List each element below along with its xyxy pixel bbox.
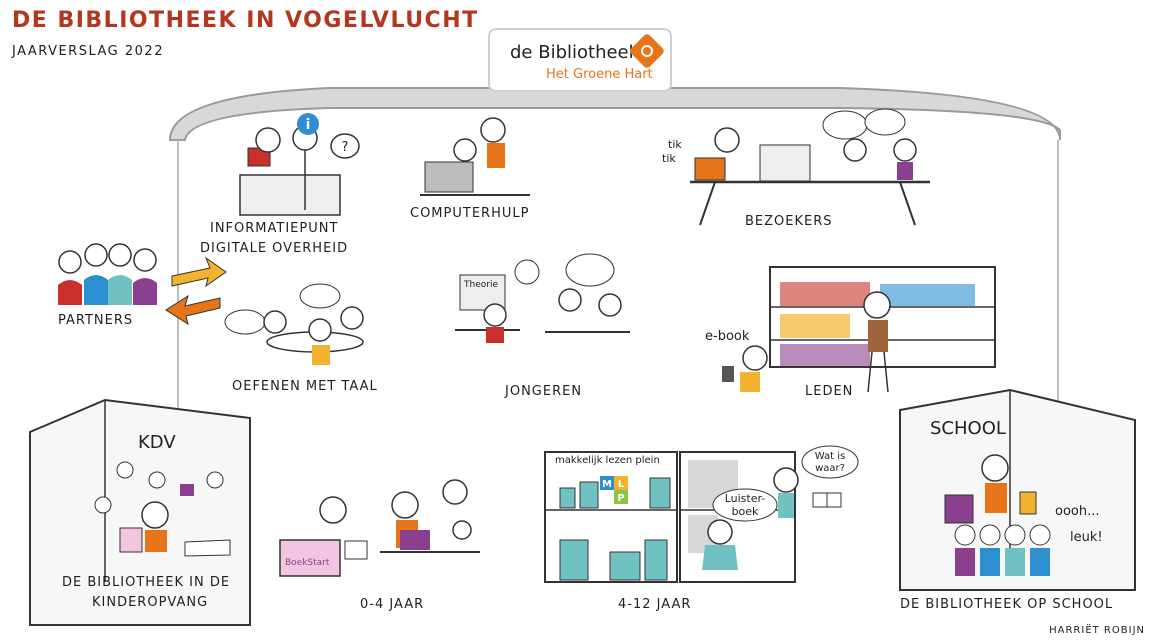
scene-bezoekers xyxy=(690,108,930,226)
scene-oefenen xyxy=(224,283,364,365)
scene-4-12-jaar xyxy=(544,445,859,583)
leuk-label: leuk! xyxy=(1070,530,1103,545)
label-oefenen: OEFENEN MET TAAL xyxy=(232,379,378,394)
kdv-heading: KDV xyxy=(138,432,176,453)
oooh-label: oooh... xyxy=(1055,504,1100,519)
mlp-m: M xyxy=(602,479,612,490)
theorie-label: Theorie xyxy=(463,280,498,290)
arrow-left-icon xyxy=(165,294,221,326)
label-jongeren: JONGEREN xyxy=(505,384,583,399)
scooter-icon xyxy=(514,259,540,285)
scene-kdv xyxy=(29,398,251,626)
info-letter: i xyxy=(306,117,311,133)
page-title: DE BIBLIOTHEEK IN VOGELVLUCHT xyxy=(12,8,479,33)
scene-school xyxy=(899,388,1136,591)
question-mark: ? xyxy=(342,140,349,155)
label-informatiepunt-1: INFORMATIEPUNT xyxy=(210,221,339,236)
roof-arch xyxy=(168,87,1061,141)
school-heading: SCHOOL xyxy=(930,418,1006,439)
mlp-m-block xyxy=(600,476,614,490)
graduation-cap-icon xyxy=(565,253,615,287)
mlp-l-block xyxy=(614,476,628,490)
logo-mark-icon xyxy=(628,32,666,70)
scene-computerhulp xyxy=(420,117,530,196)
watiswaar-2: waar? xyxy=(815,463,845,474)
label-op-school: DE BIBLIOTHEEK OP SCHOOL xyxy=(900,597,1114,612)
scene-partners xyxy=(58,243,157,305)
logo-subname: Het Groene Hart xyxy=(546,67,653,82)
mlp-p: P xyxy=(617,493,624,504)
tik-label-2: tik xyxy=(662,152,676,165)
scene-informatiepunt xyxy=(239,113,360,216)
makkelijk-label: makkelijk lezen plein xyxy=(555,455,660,466)
logo-name: de Bibliotheek xyxy=(510,42,640,63)
label-computerhulp: COMPUTERHULP xyxy=(410,206,530,221)
scene-jongeren xyxy=(455,253,630,343)
page-subtitle: JAARVERSLAG 2022 xyxy=(12,44,164,59)
mlp-p-block xyxy=(614,490,628,504)
label-leden: LEDEN xyxy=(805,384,854,399)
library-logo: de Bibliotheek Het Groene Hart xyxy=(488,28,672,92)
info-icon xyxy=(297,113,319,135)
watiswaar-1: Wat is xyxy=(815,451,845,462)
illustrator-credit: HARRIËT ROBIJN xyxy=(1049,625,1145,636)
ebook-label: e-book xyxy=(705,329,750,344)
luisterboek-2: boek xyxy=(732,505,759,518)
mlp-l: L xyxy=(618,479,625,490)
luisterboek-1: Luister- xyxy=(725,492,766,505)
scene-0-4-jaar xyxy=(279,479,480,577)
label-bezoekers: BEZOEKERS xyxy=(745,214,833,229)
question-bubble-icon xyxy=(330,133,360,159)
label-4-12-jaar: 4-12 JAAR xyxy=(618,597,692,612)
tik-label-1: tik xyxy=(668,138,682,151)
label-partners: PARTNERS xyxy=(58,313,134,328)
arrow-right-icon xyxy=(171,256,227,288)
label-kinderopvang-2: KINDEROPVANG xyxy=(92,595,209,610)
boekstart-label: BoekStart xyxy=(285,558,330,568)
label-0-4-jaar: 0-4 JAAR xyxy=(360,597,425,612)
label-kinderopvang-1: DE BIBLIOTHEEK IN DE xyxy=(62,575,231,590)
label-informatiepunt-2: DIGITALE OVERHEID xyxy=(200,241,349,256)
scene-leden xyxy=(722,266,996,393)
